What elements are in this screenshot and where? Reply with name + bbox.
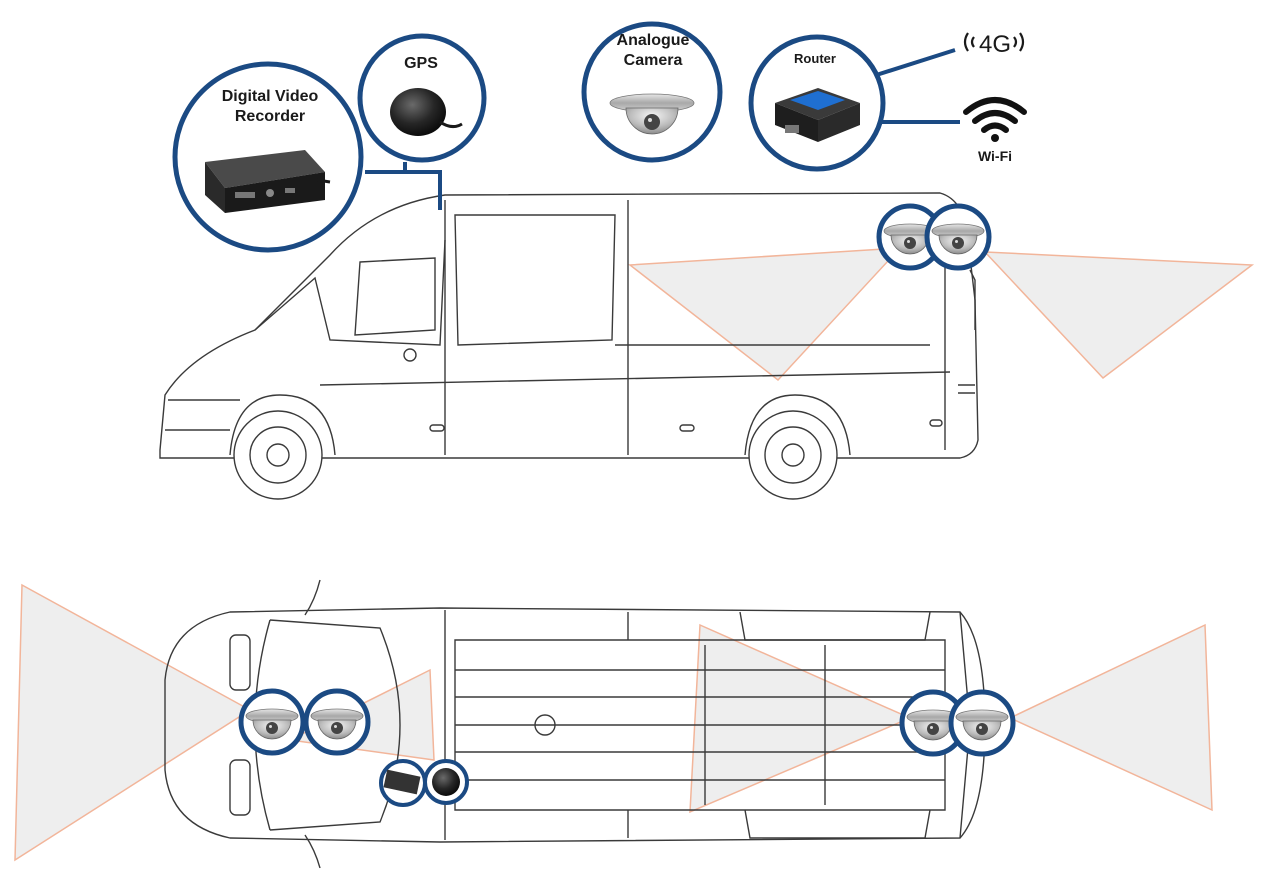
- router-label: Router: [794, 51, 836, 66]
- dvr-connector-line: [365, 170, 442, 210]
- gps-label: GPS: [404, 55, 438, 72]
- camera-coverage-cone: [1008, 623, 1213, 812]
- gps-puck-icon: [390, 88, 463, 136]
- wifi-label: Wi-Fi: [978, 148, 1012, 164]
- router-device-icon: [775, 88, 860, 142]
- camera-coverage-cone: [627, 247, 902, 382]
- dvr-label-line2: Recorder: [235, 108, 305, 125]
- front-camera-right: [303, 688, 371, 756]
- gps-callout: GPS: [357, 33, 487, 163]
- dome-camera-icon: [609, 93, 695, 135]
- 4g-label: 4G: [979, 31, 1011, 58]
- camera-coverage-cone: [689, 623, 912, 814]
- dvr-device-icon: [205, 150, 331, 213]
- camera-label-line1: Analogue: [617, 32, 690, 49]
- gps-top-view: [423, 759, 469, 805]
- rear-camera-right: [924, 203, 992, 271]
- front-camera-left: [238, 688, 306, 756]
- front-wheel: [233, 410, 323, 500]
- dvr-label-line1: Digital Video: [222, 88, 319, 105]
- dvr-callout: Digital Video Recorder: [172, 61, 364, 253]
- dvr-top-view: [379, 759, 427, 807]
- rear-wheel: [748, 410, 838, 500]
- camera-coverage-cone: [14, 583, 252, 862]
- rear-camera-top-right: [948, 689, 1016, 757]
- camera-coverage-cone: [983, 251, 1255, 380]
- wifi-icon: Wi-Fi: [963, 97, 1027, 164]
- router-4g-connector-line: [869, 48, 956, 79]
- analogue-camera-callout: Analogue Camera: [581, 21, 723, 163]
- 4g-signal-icon: 4G: [963, 31, 1025, 58]
- router-callout: Router: [748, 34, 886, 172]
- camera-label-line2: Camera: [624, 52, 683, 69]
